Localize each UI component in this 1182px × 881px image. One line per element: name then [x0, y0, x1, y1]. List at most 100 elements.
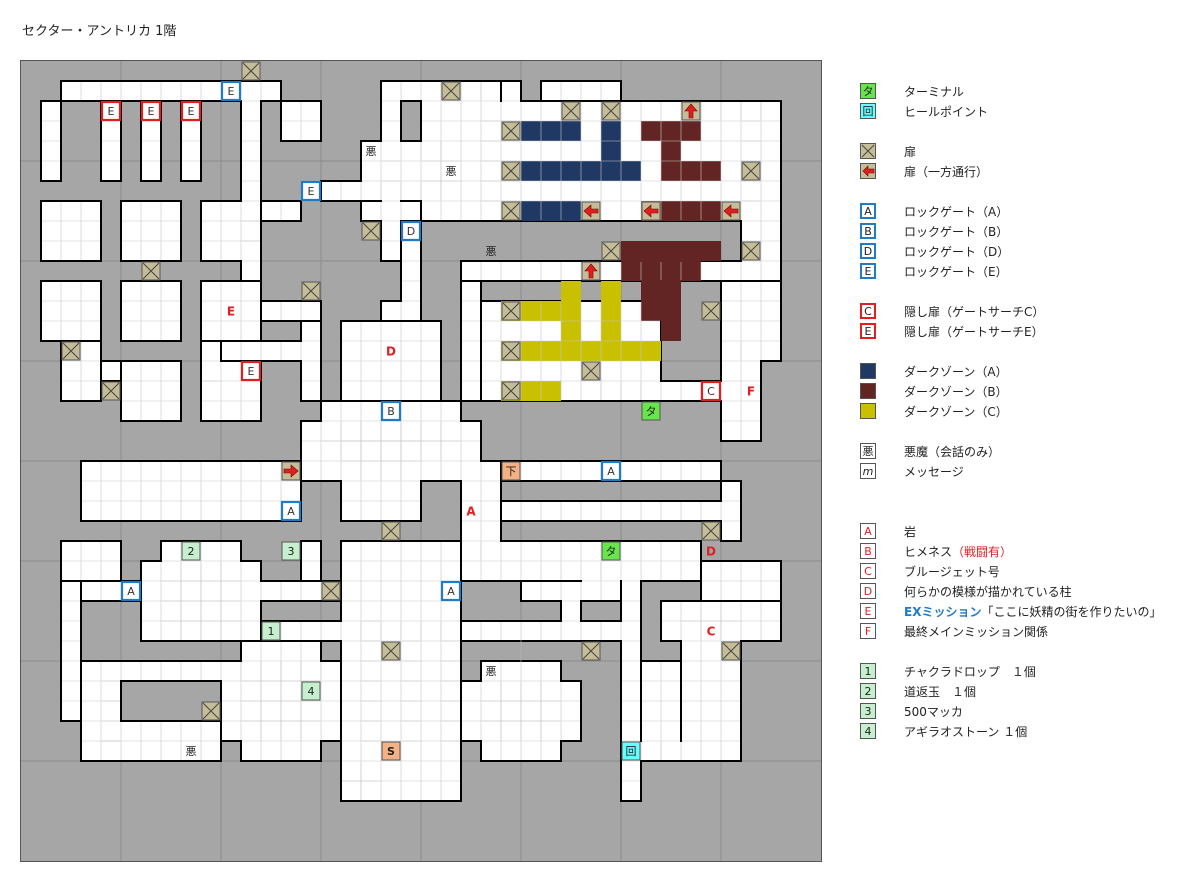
event-marker-e: E — [227, 305, 235, 319]
arrow-up-icon — [684, 103, 698, 119]
lockgate-label: A — [127, 585, 135, 598]
door-icon — [601, 101, 621, 121]
map-title: セクター・アントリカ 1階 — [22, 24, 177, 39]
legend-label-text: ロックゲート（A） — [904, 205, 1009, 219]
door-cross — [582, 362, 600, 380]
lockgate-icon: B — [860, 223, 876, 239]
door-cross — [742, 162, 760, 180]
terminal-icon: タ — [860, 83, 876, 99]
legend-label-prefix: EXミッション — [904, 605, 982, 619]
floor-fill — [382, 762, 400, 780]
floor-fill — [362, 202, 420, 220]
hidden-door-label: E — [248, 365, 255, 378]
floor-fill — [42, 282, 100, 340]
lockgate-label: E — [228, 85, 235, 98]
lockgate-e — [220, 80, 242, 102]
oneway-door-icon — [581, 261, 601, 281]
door-cross — [602, 102, 620, 120]
legend-label: 500マッカ — [904, 703, 963, 720]
floor-fill — [402, 622, 420, 760]
legend-label-text: ロックゲート（B） — [904, 225, 1009, 239]
legend-label: ロックゲート（A） — [904, 203, 1008, 220]
item-label: 3 — [288, 545, 295, 558]
legend-label: 悪魔（会話のみ） — [904, 443, 1000, 460]
legend-label-text: 道返玉 １個 — [904, 685, 977, 699]
legend-row-oneway: 扉（一方通行） — [860, 162, 988, 180]
door-icon — [381, 521, 401, 541]
heal-point-icon: 回 — [626, 745, 637, 758]
demon-marker: 悪 — [186, 745, 197, 758]
legend-label: ロックゲート（B） — [904, 223, 1008, 240]
terminal-cell — [641, 401, 661, 421]
hidden-door-icon: E — [860, 323, 876, 339]
legend-label-text: 岩 — [904, 525, 917, 539]
item-label: 4 — [308, 685, 315, 698]
legend-symbol: A — [864, 524, 872, 538]
legend-row-heal: 回ヒールポイント — [860, 102, 988, 120]
legend-label-text: 「ここに妖精の街を作りたいの」 — [981, 605, 1162, 619]
arrow-left-icon — [583, 204, 599, 218]
door-icon — [561, 101, 581, 121]
legend-label: 何らかの模様が描かれている柱 — [904, 583, 1072, 600]
door-cross — [502, 302, 520, 320]
legend-label: ターミナル — [904, 83, 964, 100]
legend-label-text: 隠し扉（ゲートサーチE） — [904, 325, 1044, 339]
lockgate-a — [440, 580, 462, 602]
legend-label-text: メッセージ — [904, 465, 964, 479]
floor-fill — [122, 202, 180, 260]
legend-symbol: 1 — [864, 664, 872, 678]
legend-label: EXミッション「ここに妖精の街を作りたいの」 — [904, 603, 1161, 620]
door-icon — [601, 241, 621, 261]
door-cross — [502, 202, 520, 220]
floor-fill — [202, 342, 220, 400]
door-icon — [141, 261, 161, 281]
item-label: 1 — [268, 625, 275, 638]
door-cross — [702, 522, 720, 540]
legend-label: 隠し扉（ゲートサーチE） — [904, 323, 1044, 340]
door-icon — [741, 161, 761, 181]
floor-fill — [242, 582, 340, 600]
door-cross — [362, 222, 380, 240]
demon-marker: 悪 — [486, 665, 497, 678]
legend-label-text: ロックゲート（D） — [904, 245, 1010, 259]
door-cross — [582, 642, 600, 660]
lockgate-a — [280, 500, 302, 522]
hidden-door-icon: C — [860, 303, 876, 319]
door-cross — [302, 282, 320, 300]
floor-fill — [402, 142, 460, 160]
legend-label: 岩 — [904, 523, 916, 540]
oneway-door-icon — [681, 101, 701, 121]
legend-panel: タ ターミナル回ヒールポイント扉扉（一方通行） A ロックゲート（A） B ロックゲート（… — [860, 0, 1180, 881]
legend-symbol: E — [864, 324, 872, 338]
legend-label-suffix: （戦闘有） — [952, 545, 1013, 559]
legend-symbol: 回 — [862, 104, 874, 118]
door-icon — [581, 641, 601, 661]
door-icon — [860, 143, 876, 159]
legend-label-text: 悪魔（会話のみ） — [904, 445, 1001, 459]
event-marker-c: C — [707, 625, 716, 639]
event-icon: E — [860, 603, 876, 619]
event-icon: C — [860, 563, 876, 579]
legend-label-text: 扉 — [904, 145, 917, 159]
legend-symbol: E — [864, 604, 872, 618]
dark-zone-c — [561, 281, 581, 341]
door-icon — [101, 381, 121, 401]
legend-row-hidden-e: E 隠し扉（ゲートサーチE） — [860, 322, 1044, 340]
lockgate-label: E — [308, 185, 315, 198]
legend-symbol: 2 — [864, 684, 872, 698]
legend-label-text: 500マッカ — [904, 705, 963, 719]
event-icon: D — [860, 583, 876, 599]
cell-grid — [42, 82, 780, 800]
legend-label-text: 扉（一方通行） — [904, 165, 989, 179]
oneway-door-icon — [581, 201, 601, 221]
floor-fill — [242, 742, 260, 760]
door-cross — [562, 102, 580, 120]
legend-label: アギラオストーン １個 — [904, 723, 1027, 740]
item-cell — [281, 541, 301, 561]
legend-symbol: C — [864, 564, 872, 578]
